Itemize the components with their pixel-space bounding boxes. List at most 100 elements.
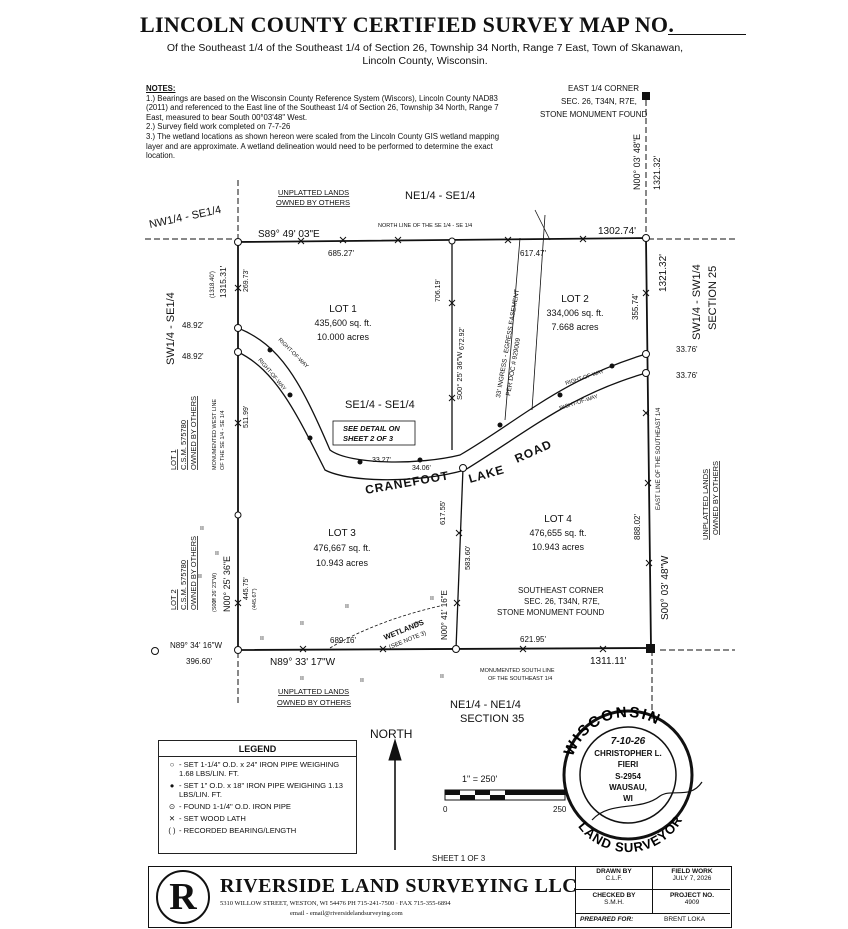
west-line-label-1: MONUMENTED WEST LINE: [212, 399, 218, 470]
wetland-edge: [329, 605, 441, 649]
dim-row-34: 34.06': [412, 465, 431, 472]
scale-block-5: [505, 790, 565, 795]
iron-pipes-small: [267, 347, 615, 465]
legend-row: ● - SET 1" O.D. x 18" IRON PIPE WEIGHING…: [165, 781, 350, 799]
west-line-label-2: OF THE SE 1/4 - SE 1/4: [220, 410, 226, 470]
dim-mid-lower1: 617.55': [438, 500, 447, 525]
field-work-cell: FIELD WORK JULY 7, 2026: [655, 868, 729, 882]
svg-text:LAND SURVEYOR: LAND SURVEYOR: [575, 813, 685, 856]
title-divider-1: [575, 866, 576, 928]
unplatted-e-1: UNPLATTED LANDS: [701, 469, 710, 540]
dim-mid-bearing: S00° 25' 36"W: [455, 351, 464, 400]
title-divider-2: [652, 866, 653, 914]
dim-e-top-bearing: N00° 03' 48"E: [632, 134, 642, 190]
dim-e-lot4: 888.02': [633, 514, 642, 540]
svg-text:ıı: ıı: [215, 550, 219, 557]
east-line-label: EAST LINE OF THE SOUTHEAST 1/4: [656, 407, 662, 510]
svg-text:ıı: ıı: [260, 635, 264, 642]
prepared-for-label: PREPARED FOR:: [580, 916, 634, 923]
legend-text: - SET WOOD LATH: [179, 814, 246, 823]
legend-row: ○ - SET 1-1/4" O.D. x 24" IRON PIPE WEIG…: [165, 760, 350, 778]
drawn-by-value: C.L.F.: [605, 875, 623, 882]
dim-w-lot3: 445.75': [243, 577, 250, 600]
unplatted-n-2: OWNED BY OTHERS: [276, 198, 350, 207]
detail-note-1: SEE DETAIL ON: [343, 424, 400, 433]
svg-text:ıı: ıı: [200, 525, 204, 532]
legend-box: LEGEND ○ - SET 1-1/4" O.D. x 24" IRON PI…: [158, 740, 357, 854]
ne-corner-label-2: SEC. 26, T34N, R7E,: [561, 97, 637, 106]
drawn-by-label: DRAWN BY: [596, 868, 632, 875]
dim-mid-top1: 706.19': [435, 279, 442, 302]
wood-lath-icon: ✕: [168, 814, 176, 823]
row-line-south: [237, 351, 647, 481]
map-title: LINCOLN COUNTY CERTIFIED SURVEY MAP NO.: [140, 12, 675, 37]
monument-nw: [234, 238, 242, 246]
lot3-name: LOT 3: [328, 528, 356, 539]
monument-s-mid: [452, 645, 460, 653]
unplatted-s-2: OWNED BY OTHERS: [277, 698, 351, 707]
legend-row: ( ) - RECORDED BEARING/LENGTH: [165, 826, 350, 835]
monument-center: [459, 464, 467, 472]
seal-city: WAUSAU,: [609, 783, 647, 792]
se-corner-label-1: SOUTHEAST CORNER: [518, 586, 604, 595]
north-arrow-head: [388, 738, 402, 761]
ne-corner-monument: [642, 92, 650, 100]
lot1-csm-1: LOT 1: [169, 449, 178, 470]
company-logo: R: [156, 870, 210, 924]
ne-corner-label-3: STONE MONUMENT FOUND: [540, 110, 647, 119]
legend-text: - SET 1-1/4" O.D. x 24" IRON PIPE WEIGHI…: [179, 760, 340, 778]
monument-w-row1: [234, 324, 242, 332]
seal-license: S-2954: [615, 772, 641, 781]
lot2-csm-1: LOT 2: [169, 589, 178, 610]
scale-block-4: [490, 795, 505, 800]
lot3-acres: 10.943 acres: [316, 558, 369, 568]
south-line-label-2: OF THE SOUTHEAST 1/4: [488, 676, 552, 682]
field-work-label: FIELD WORK: [671, 868, 713, 875]
dim-e-lot2: 1321.32': [658, 254, 669, 292]
monument-sw: [234, 646, 242, 654]
lot1-name: LOT 1: [329, 304, 357, 315]
dim-w-mid: 511.99': [243, 406, 250, 428]
detail-note-2: SHEET 2 OF 3: [343, 434, 394, 443]
lot4-name: LOT 4: [544, 514, 572, 525]
lot1-csm-2: C.S.M. 575780: [179, 420, 188, 470]
svg-text:ıı: ıı: [415, 620, 419, 627]
field-work-value: JULY 7, 2026: [672, 875, 712, 882]
notes-block: NOTES: 1.) Bearings are based on the Wis…: [146, 84, 516, 161]
scale-zero: 0: [443, 805, 448, 814]
dim-n-seg2: 617.47': [520, 249, 546, 258]
lot4-sqft: 476,655 sq. ft.: [529, 528, 586, 538]
set-pipe-icon: ○: [169, 760, 175, 769]
row-label-e2: RIGHT-OF-WAY: [559, 394, 599, 412]
se-corner-monument: [646, 644, 655, 653]
row-label-w2: RIGHT-OF-WAY: [277, 337, 310, 370]
north-line-label: NORTH LINE OF THE SE 1/4 - SE 1/4: [378, 223, 472, 229]
dim-row-33: 33.27': [372, 457, 391, 464]
legend-row: ⊙ - FOUND 1-1/4" O.D. IRON PIPE: [165, 802, 350, 811]
dim-n-seg1: 685.27': [328, 249, 354, 258]
dim-w-row2: 48.92': [182, 352, 204, 361]
lot3-sqft: 476,667 sq. ft.: [313, 543, 370, 553]
legend-text: - RECORDED BEARING/LENGTH: [179, 826, 297, 835]
dim-mid-top2: 672.92': [459, 327, 466, 350]
monument-w-row2: [234, 348, 242, 356]
subtitle-line-1: Of the Southeast 1/4 of the Southeast 1/…: [166, 42, 684, 54]
project-no-label: PROJECT NO.: [669, 892, 715, 899]
svg-text:ıı: ıı: [198, 573, 202, 580]
checked-by-cell: CHECKED BY S.M.H.: [578, 892, 650, 906]
dim-s-total: 1311.11': [590, 656, 627, 667]
ne-corner-label-1: EAST 1/4 CORNER: [568, 84, 639, 93]
recorded-icon: ( ): [168, 826, 176, 835]
lot1-sqft: 435,600 sq. ft.: [314, 318, 371, 328]
dim-s-west-bearing: N89° 34' 16"W: [170, 641, 222, 650]
title-divider-4: [575, 913, 730, 914]
map-number-blank: [668, 34, 746, 35]
wood-lath-marks: [234, 235, 653, 653]
svg-text:ıı: ıı: [360, 677, 364, 684]
notes-heading: NOTES:: [146, 84, 176, 93]
easement-line-west: [504, 237, 521, 421]
lot2-sqft: 334,006 sq. ft.: [546, 308, 603, 318]
dim-e-top-dist: 1321.32': [652, 155, 662, 190]
svg-text:ıı: ıı: [430, 595, 434, 602]
